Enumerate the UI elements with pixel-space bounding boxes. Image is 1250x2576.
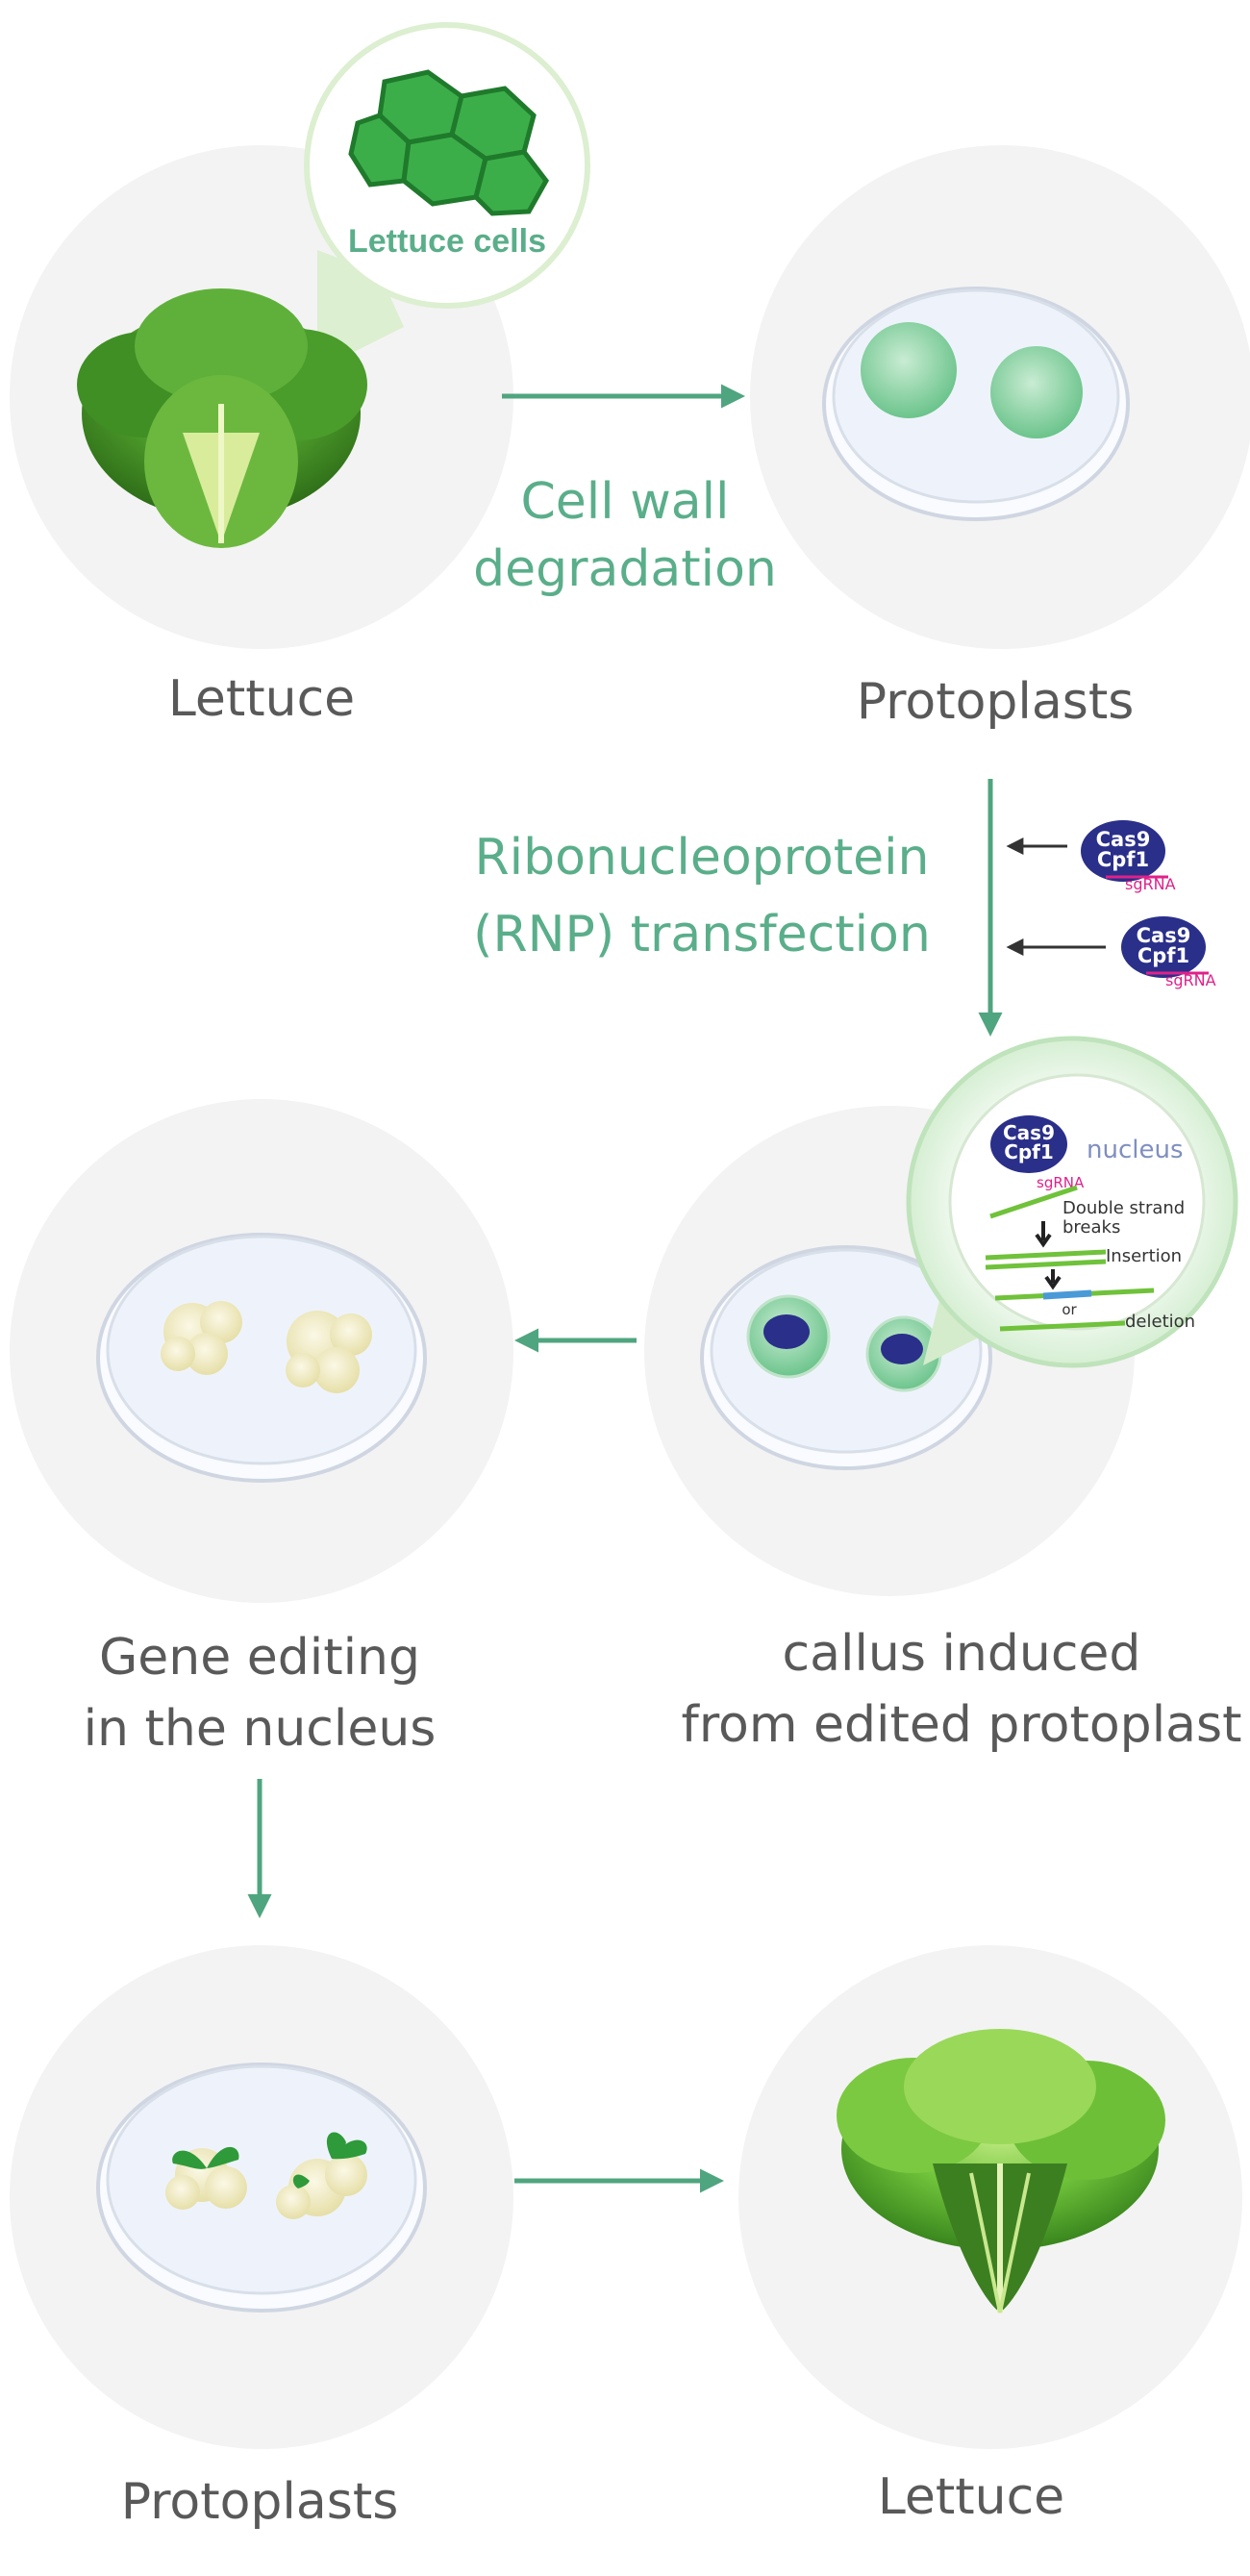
petri-dish-icon <box>96 2063 427 2313</box>
nucleus-title: nucleus <box>1087 1136 1184 1164</box>
svg-text:Cas9: Cas9 <box>1096 828 1151 851</box>
step-label-cell-wall-line1: Cell wall <box>520 473 730 531</box>
stage-label-protoplasts-shoots: Protoplasts <box>120 2473 399 2531</box>
dna-strand <box>985 1259 1107 1270</box>
stage-label-lettuce-start: Lettuce <box>167 670 356 728</box>
nucleus-cpf1-label: Cpf1 <box>1004 1140 1054 1163</box>
nucleus-double-strand-line1: Double strand <box>1062 1198 1185 1218</box>
callus-cluster <box>161 1301 242 1375</box>
stage-label-callus-line2: from edited protoplast <box>681 1696 1242 1754</box>
stage-label-callus-line1: callus induced <box>782 1625 1141 1683</box>
stage-label-protoplasts: Protoplasts <box>856 673 1135 731</box>
cell-grid-icon <box>348 69 549 216</box>
inserted-dna <box>1042 1289 1092 1300</box>
petri-dish-icon <box>96 1233 427 1483</box>
step-label-rnp-line2: (RNP) transfection <box>473 906 931 963</box>
step-label-rnp-line1: Ribonucleoprotein <box>474 829 930 887</box>
cas9-complex-icon <box>990 1115 1067 1173</box>
cas9-cpf1-complex-icon: Cas9 Cpf1 sgRNA <box>1121 916 1216 989</box>
svg-text:sgRNA: sgRNA <box>1125 875 1176 893</box>
lettuce-icon <box>837 2029 1165 2313</box>
cas9-cpf1-complex-icon: Cas9 Cpf1 sgRNA <box>1081 820 1176 893</box>
svg-text:Cpf1: Cpf1 <box>1138 944 1189 967</box>
svg-text:Cas9: Cas9 <box>1137 924 1191 947</box>
callus-with-shoot <box>165 2146 247 2210</box>
nucleus-insertion-label: Insertion <box>1106 1246 1182 1266</box>
lettuce-icon <box>77 288 367 548</box>
edited-protoplast <box>865 1315 942 1392</box>
down-arrow-icon <box>1044 1269 1062 1290</box>
callus-with-shoot <box>276 2132 367 2219</box>
dna-strand <box>989 1185 1078 1219</box>
nucleus-or-label: or <box>1062 1301 1077 1318</box>
stage-label-lettuce-end: Lettuce <box>877 2468 1065 2526</box>
petri-dish-icon <box>822 287 1130 521</box>
callus-cluster <box>286 1311 372 1393</box>
step-label-cell-wall-line2: degradation <box>473 540 777 598</box>
protoplast-cell <box>990 346 1083 438</box>
stage-label-gene-editing-line2: in the nucleus <box>83 1700 437 1758</box>
nucleus-cas9-label: Cas9 <box>1003 1121 1055 1144</box>
dna-strand <box>985 1249 1107 1261</box>
lettuce-cells-label: Lettuce cells <box>348 223 546 260</box>
stage-label-gene-editing-line1: Gene editing <box>98 1629 420 1687</box>
edited-protoplast <box>746 1294 831 1379</box>
svg-text:sgRNA: sgRNA <box>1165 971 1216 989</box>
protoplast-cell <box>861 322 957 418</box>
svg-text:Cpf1: Cpf1 <box>1097 848 1149 871</box>
nucleus-deletion-label: deletion <box>1125 1312 1195 1332</box>
nucleus-sgrna-label: sgRNA <box>1037 1174 1085 1191</box>
dna-strand <box>999 1320 1126 1332</box>
nucleus-double-strand-line2: breaks <box>1062 1217 1120 1238</box>
down-arrow-icon <box>1035 1221 1052 1248</box>
